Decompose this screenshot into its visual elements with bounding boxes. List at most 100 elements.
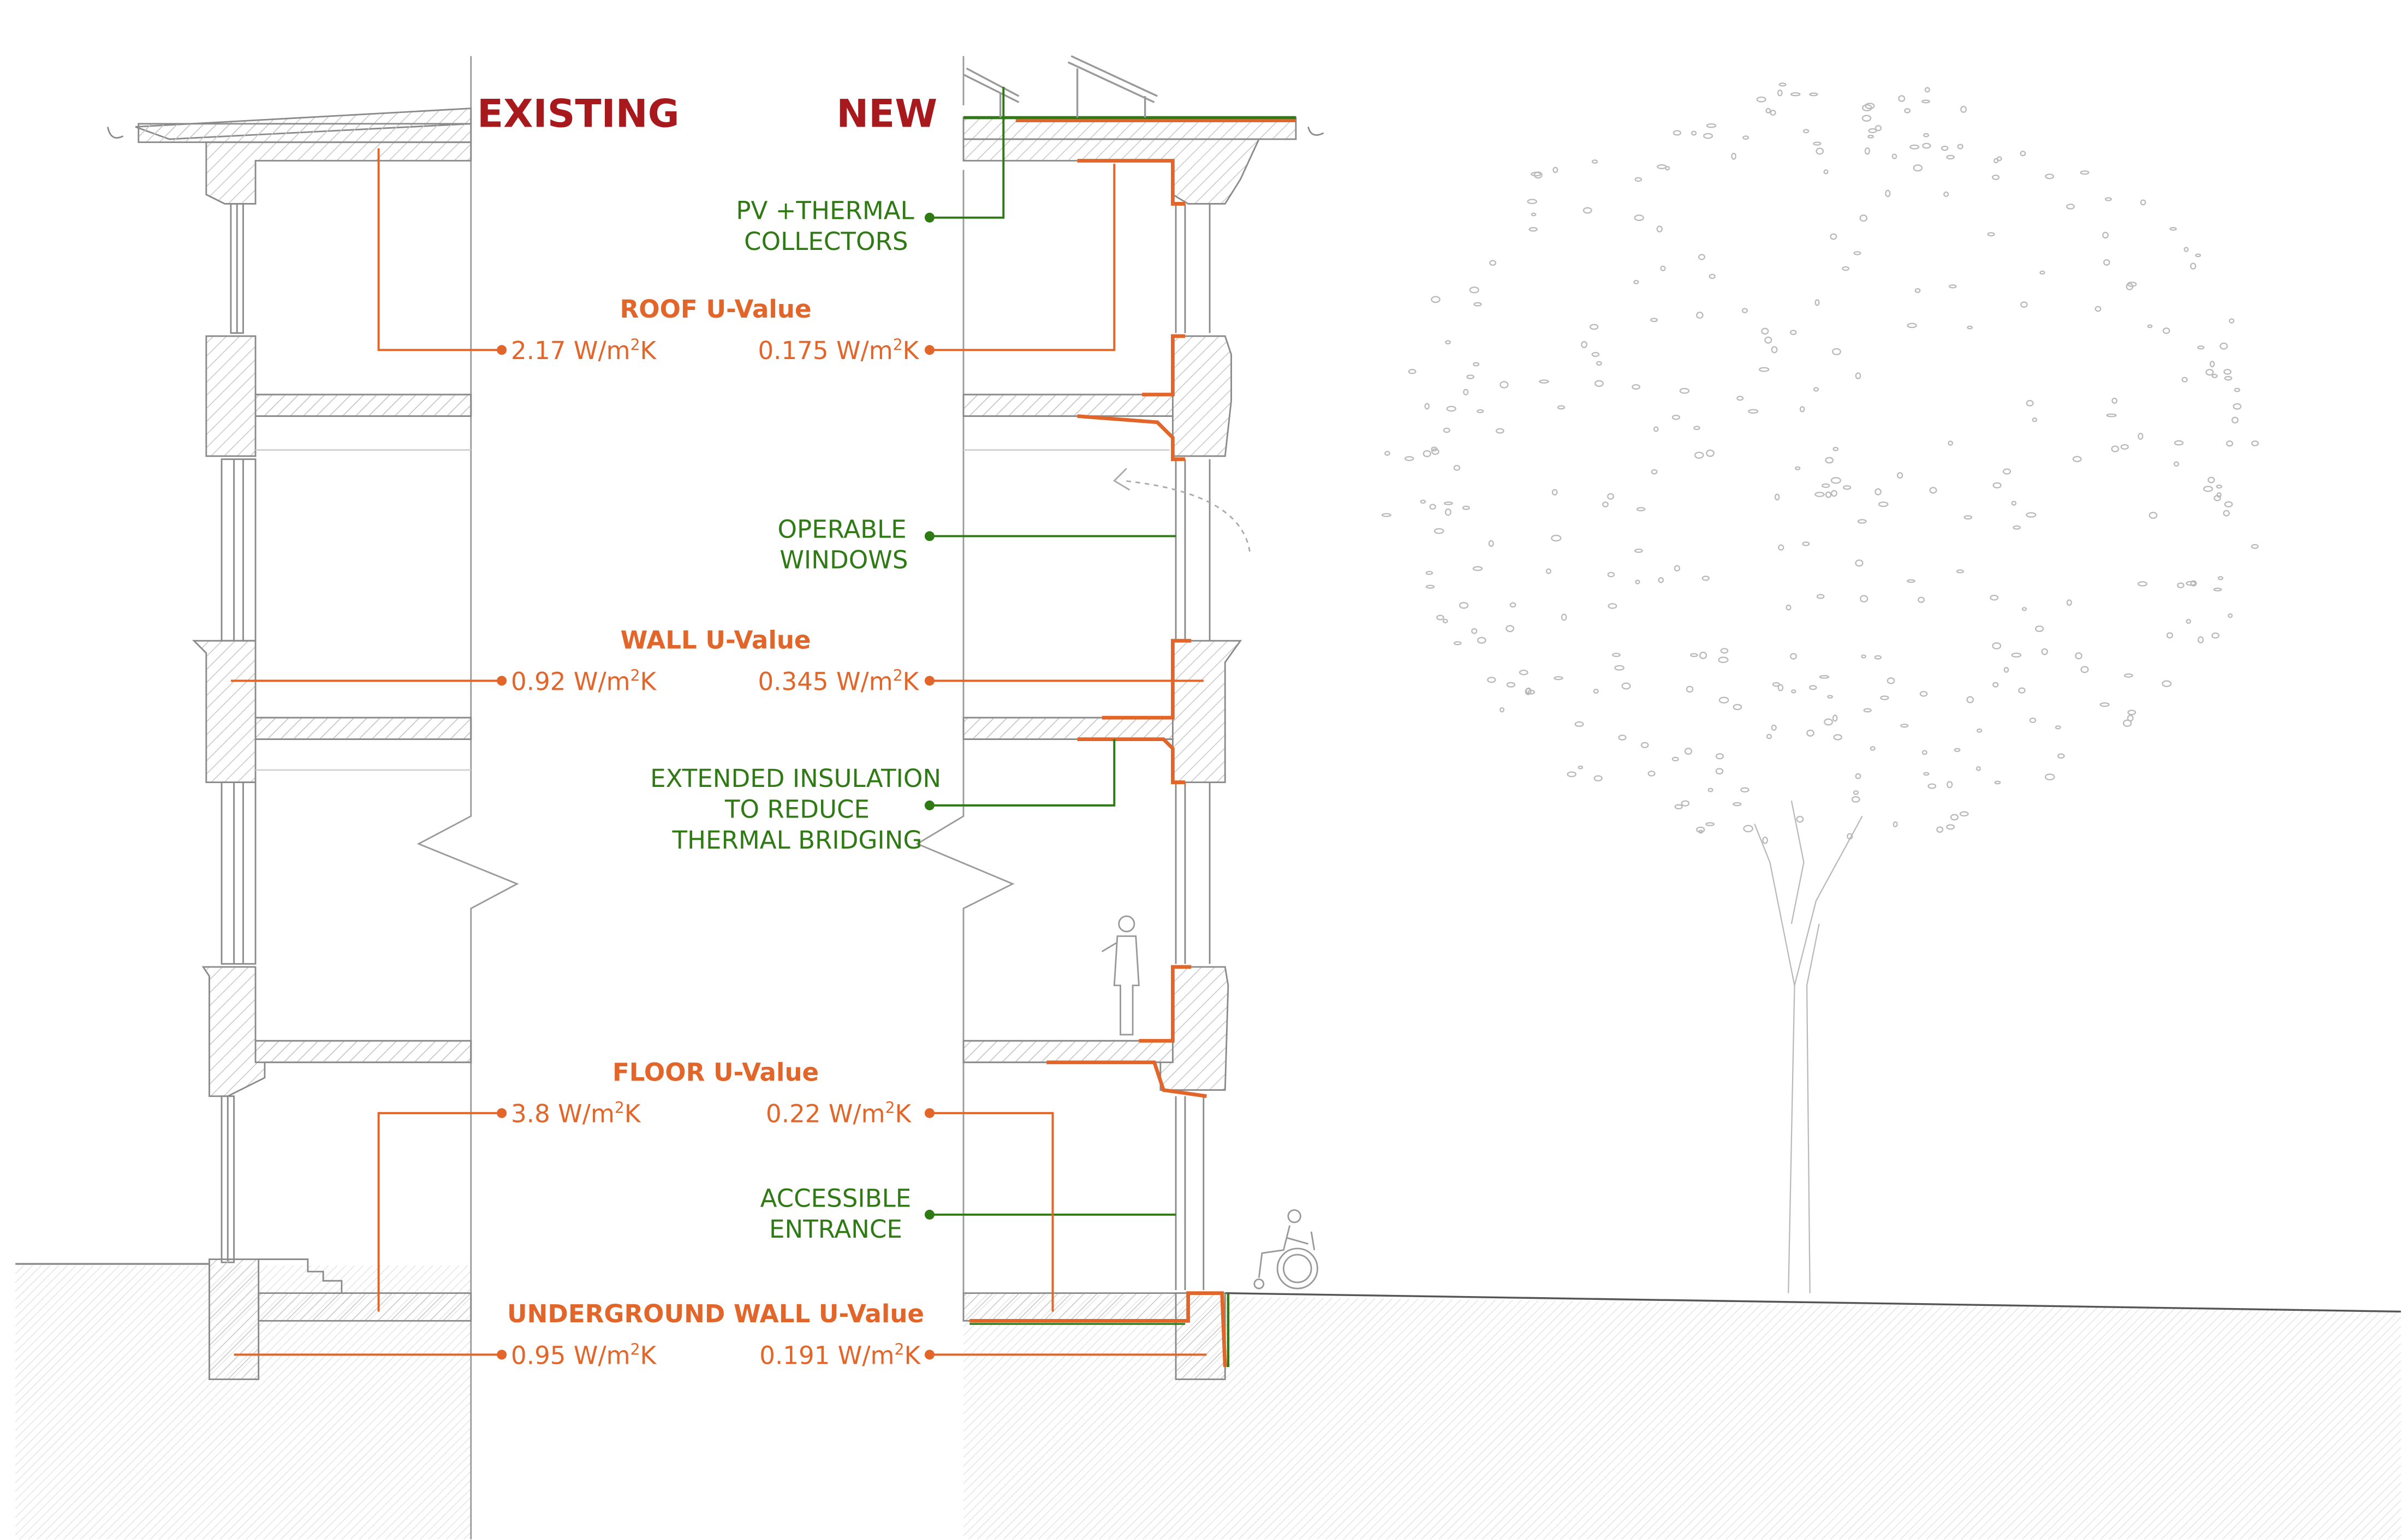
- new-u-values: 0.175 W/m2K 0.345 W/m2K 0.22 W/m2K 0.191…: [758, 336, 921, 1370]
- tree-leaf: [1525, 688, 1532, 695]
- tree-leaf: [1706, 123, 1717, 128]
- tree-leaf: [1874, 655, 1882, 660]
- tree-leaf: [1921, 99, 1930, 104]
- tree-leaf: [1851, 796, 1860, 803]
- tree-leaf: [1533, 171, 1543, 179]
- tree-leaf: [1443, 427, 1450, 433]
- tree-leaf: [1808, 685, 1817, 690]
- tree-leaf: [1816, 147, 1824, 155]
- tree-leaf: [1718, 656, 1729, 664]
- tree-leaf: [1591, 351, 1600, 357]
- tree-leaf: [1633, 280, 1639, 284]
- tree-leaf: [1436, 614, 1444, 620]
- tree-leaf: [2174, 440, 2184, 446]
- tree-leaf: [2140, 199, 2146, 206]
- tree-leaf: [1822, 483, 1830, 488]
- roof-existing-value: 2.17 W/m2K: [511, 336, 657, 365]
- tree-leaf: [1853, 251, 1861, 255]
- tree-leaf: [2197, 636, 2204, 643]
- tree-leaf: [2011, 652, 2022, 658]
- tree-leaf: [1790, 653, 1798, 660]
- tree-leaf: [2217, 576, 2223, 581]
- tree-leaf: [1756, 96, 1766, 103]
- tree-leaf: [1865, 103, 1875, 110]
- pv-label-line1: PV +THERMAL: [736, 196, 914, 225]
- tree-leaf: [2075, 652, 2082, 660]
- break-line-icon: [416, 56, 1015, 1539]
- tree-leaf: [1778, 82, 1787, 87]
- tree-leaf: [1743, 825, 1753, 833]
- tree-leaf: [1473, 362, 1480, 367]
- tree-leaf: [1431, 446, 1438, 452]
- tree-leaf: [1653, 426, 1659, 432]
- tree-leaf: [1499, 707, 1505, 713]
- tree-leaf: [2106, 413, 2117, 417]
- tree-leaf: [1614, 665, 1625, 671]
- tree-leaf: [1992, 642, 2002, 649]
- tree-leaf: [1975, 766, 1981, 771]
- tree-leaf: [1582, 207, 1592, 214]
- tree-leaf: [1994, 780, 2001, 785]
- tree-leaf: [1825, 457, 1834, 464]
- tree-leaf: [1741, 308, 1748, 313]
- tree-leaf: [1761, 327, 1769, 335]
- windows-label-line2: WINDOWS: [779, 546, 908, 575]
- tree-leaf: [1442, 618, 1448, 624]
- tree-leaf: [1990, 594, 1999, 601]
- tree-leaf: [1795, 466, 1801, 470]
- tree-leaf: [2120, 444, 2129, 450]
- tree-leaf: [1684, 748, 1692, 755]
- tree-leaf: [1914, 288, 1921, 293]
- tree-leaf: [1861, 115, 1872, 122]
- tree-leaf: [1929, 487, 1937, 494]
- tree-leaf: [1766, 733, 1772, 739]
- tree-leaf: [2111, 397, 2118, 404]
- tree-leaf: [1433, 528, 1444, 534]
- tree-leaf: [1618, 735, 1627, 741]
- tree-leaf: [1691, 130, 1697, 136]
- insulation-label-line3: THERMAL BRIDGING: [672, 826, 923, 855]
- green-leader-dots: [924, 212, 935, 1220]
- tree-leaf: [1607, 571, 1615, 578]
- tree-leaf: [1731, 152, 1736, 160]
- tree-leaf: [2018, 687, 2026, 694]
- tree-leaf: [1444, 508, 1451, 516]
- tree-leaf: [1552, 166, 1558, 174]
- tree-leaf: [1471, 628, 1478, 634]
- new-header: NEW: [836, 91, 937, 136]
- tree-leaf: [1802, 541, 1810, 546]
- tree-leaf: [1473, 302, 1482, 307]
- tree-leaf: [1842, 266, 1849, 271]
- tree-leaf: [1578, 765, 1584, 769]
- new-insulation-layers: [969, 159, 1230, 1368]
- tree-leaf: [2020, 301, 2028, 308]
- tree-leaf: [1855, 559, 1864, 567]
- tree-leaf: [1959, 811, 1969, 817]
- tree-leaf: [1963, 515, 1973, 520]
- tree-leaf: [1709, 273, 1716, 279]
- tree-leaf: [1831, 490, 1837, 497]
- tree-leaf: [1943, 191, 1949, 198]
- tree-leaf: [2213, 587, 2222, 592]
- wall-existing-value: 0.92 W/m2K: [511, 666, 657, 696]
- tree-leaf: [1696, 826, 1705, 833]
- tree-leaf: [1875, 125, 1882, 132]
- tree-leaf: [1954, 748, 1961, 753]
- tree-leaf: [1453, 641, 1462, 646]
- tree-leaf: [1679, 387, 1690, 394]
- tree-leaf: [2055, 725, 2061, 730]
- tree-leaf: [1693, 426, 1700, 431]
- tree-leaf: [1960, 105, 1967, 113]
- wheelchair-user-icon: [1253, 1209, 1318, 1290]
- tree-leaf: [1907, 579, 1915, 583]
- tree-leaf: [1509, 602, 1516, 608]
- tree-leaf: [1771, 724, 1777, 731]
- underground-existing-value: 0.95 W/m2K: [511, 1340, 657, 1370]
- tree-leaf: [1832, 714, 1838, 722]
- existing-building-section: [106, 108, 472, 1380]
- tree-leaf: [1991, 174, 2000, 181]
- tree-leaf: [1823, 169, 1829, 175]
- entrance-label-line1: ACCESSIBLE: [760, 1184, 912, 1213]
- tree-leaf: [1567, 771, 1576, 778]
- insulation-label-line1: EXTENDED INSULATION: [650, 764, 941, 793]
